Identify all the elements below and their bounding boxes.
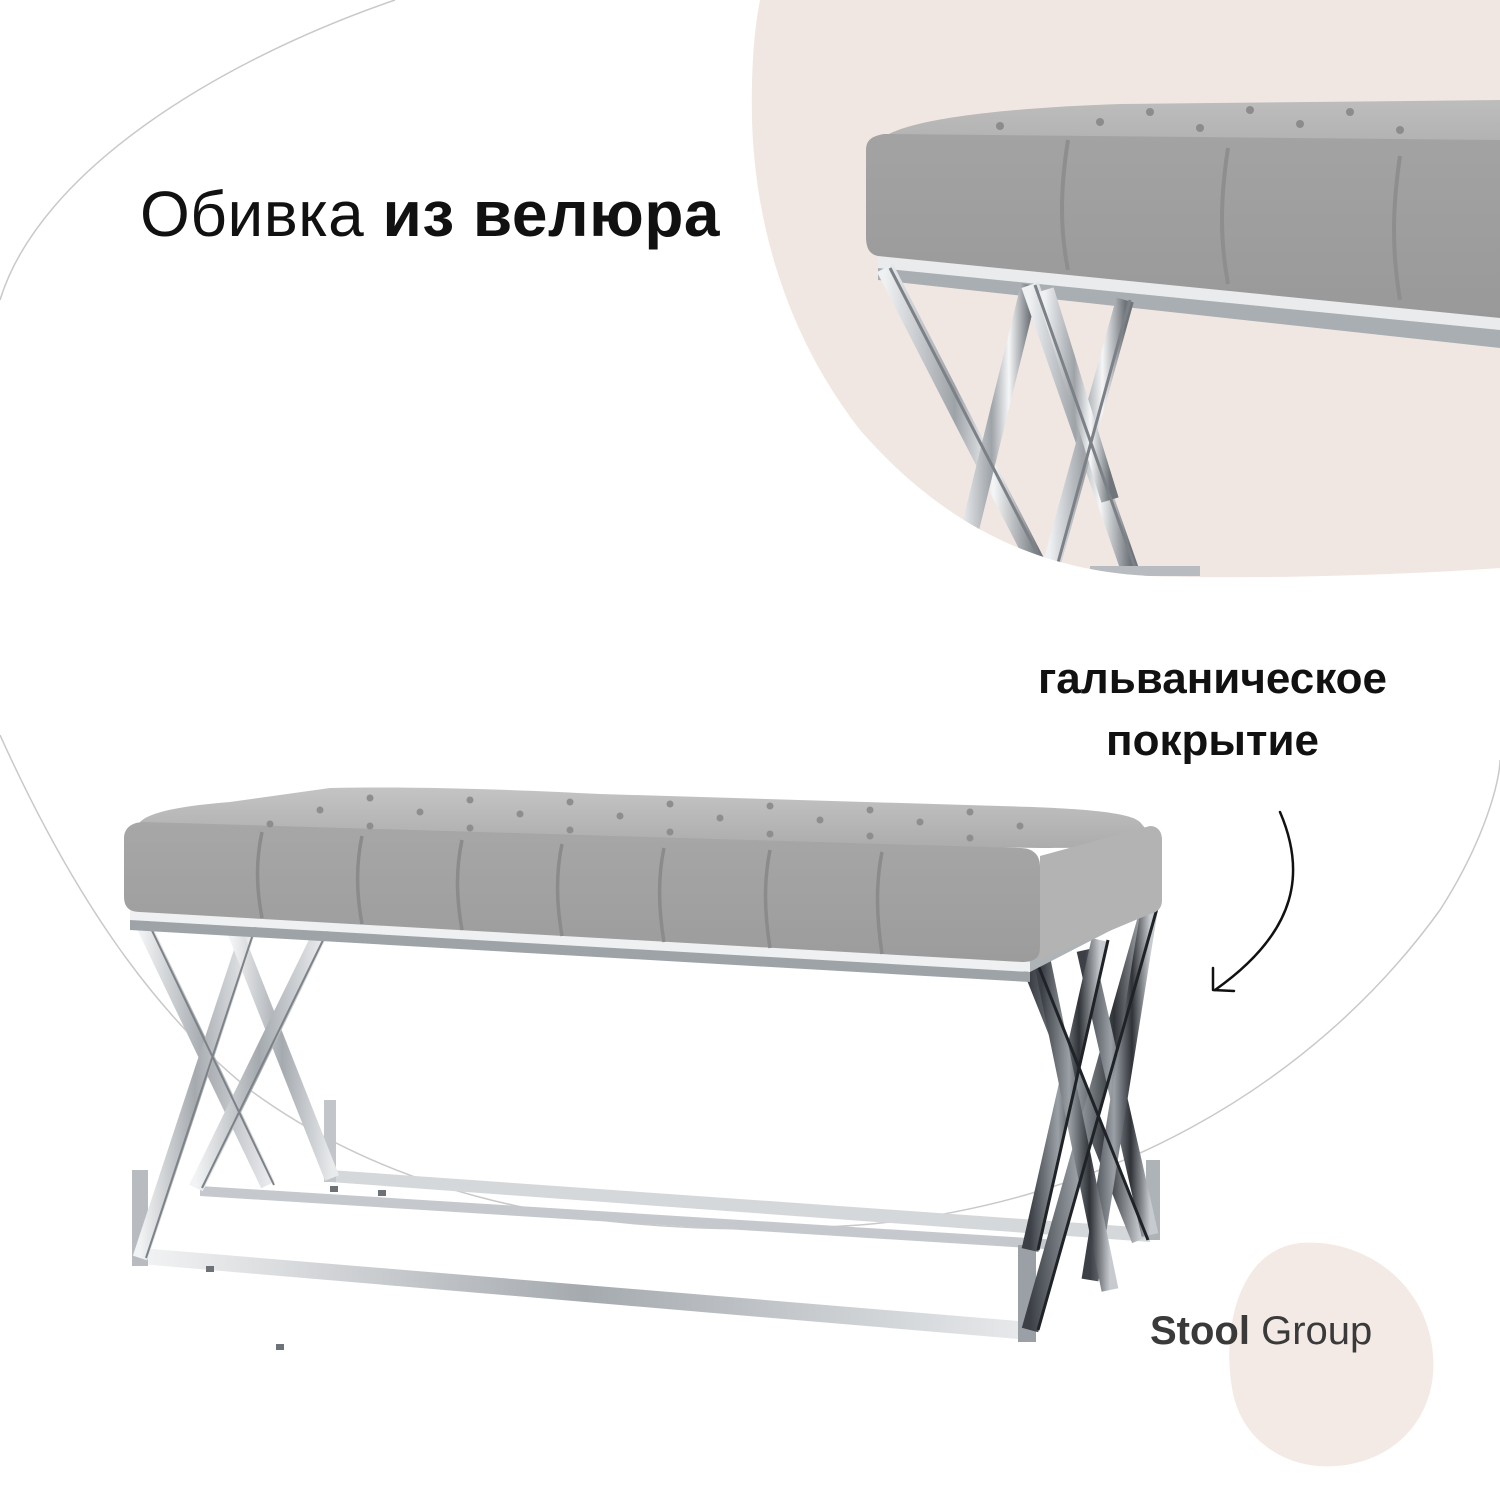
bench-tufting-buttons [266,794,1024,842]
bench-tufting-seams [255,831,884,955]
headline-regular: Обивка [140,178,365,250]
logo-blob [1229,1242,1434,1467]
bench-base-frame [132,1100,1160,1342]
callout-line-2: покрытие [1106,716,1319,765]
brand-logo: Stool Group [1150,1306,1372,1356]
headline-bold: из велюра [382,178,720,250]
coating-callout: гальваническое покрытие [960,648,1465,772]
brand-bold: Stool [1150,1309,1250,1353]
brand-regular: Group [1261,1309,1373,1353]
callout-line-1: гальваническое [1037,654,1388,703]
bench-seat-front [124,822,1040,962]
bench-left-legs [132,914,339,1261]
thin-outline-curve [0,0,396,301]
headline: Обивка из велюра [140,178,720,250]
